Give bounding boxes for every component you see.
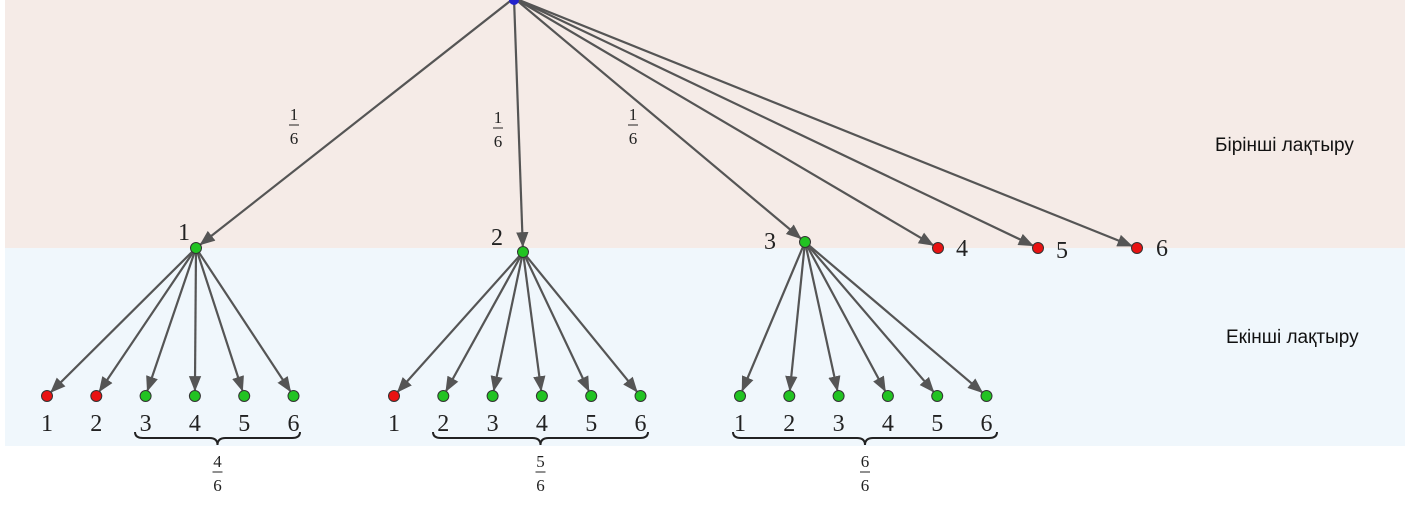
- first-roll-node-6: [1131, 242, 1143, 254]
- tree-edge: [804, 241, 887, 393]
- first-roll-label-5: 5: [1056, 238, 1068, 264]
- second-roll-node: [287, 390, 300, 402]
- group-probability-3-numerator: 6: [861, 452, 870, 471]
- first-roll-node-5: [1032, 242, 1044, 254]
- tree-edge: [188, 247, 202, 392]
- tree-edge: [785, 241, 807, 392]
- first-roll-label-3: 3: [764, 229, 776, 255]
- second-roll-label: 3: [140, 411, 152, 437]
- tree-edge: [194, 247, 244, 392]
- second-roll-node: [188, 390, 201, 402]
- first-roll-label: Бірінші лақтыру: [1215, 135, 1354, 156]
- second-roll-label: 4: [882, 411, 894, 437]
- first-roll-node-2: [517, 246, 529, 258]
- edge-probability-3-numerator: 1: [629, 105, 638, 124]
- edge-probability-1-numerator: 1: [290, 105, 299, 124]
- second-roll-label: 4: [536, 411, 548, 437]
- second-roll-node: [634, 390, 647, 402]
- second-roll-label: 6: [288, 411, 300, 437]
- first-roll-label-4: 4: [956, 236, 968, 262]
- brace: [134, 431, 301, 446]
- tree-edge: [199, 0, 514, 246]
- edge-probability-2-denominator: 6: [494, 132, 503, 151]
- tree-edge: [515, 0, 1034, 247]
- group-probability-2-numerator: 5: [536, 452, 545, 471]
- tree-edge: [514, 0, 802, 240]
- second-roll-node: [980, 390, 993, 402]
- group-probability-3-denominator: 6: [861, 476, 870, 495]
- tree-edge: [195, 247, 292, 393]
- tree-edge: [50, 247, 197, 393]
- second-roll-label: 2: [437, 411, 449, 437]
- first-roll-node-4: [932, 242, 944, 254]
- group-probability-1-denominator: 6: [213, 476, 222, 495]
- brace: [432, 431, 649, 446]
- edge-probability-1-denominator: 6: [290, 129, 299, 148]
- first-roll-label-1: 1: [178, 220, 190, 246]
- second-roll-node: [535, 390, 548, 402]
- second-roll-node: [783, 390, 796, 402]
- second-roll-node: [832, 390, 845, 402]
- second-roll-label: 5: [931, 411, 943, 437]
- first-roll-node-3: [799, 236, 811, 248]
- tree-edge: [512, 0, 529, 248]
- second-roll-label: 3: [487, 411, 499, 437]
- second-roll-label: 6: [635, 411, 647, 437]
- second-roll-label: 2: [783, 411, 795, 437]
- second-roll-label: Екінші лақтыру: [1226, 327, 1359, 348]
- root-node: [509, 0, 519, 5]
- second-roll-node: [734, 390, 746, 402]
- group-probability-2-denominator: 6: [536, 476, 545, 495]
- second-roll-label: 4: [189, 411, 201, 437]
- second-roll-node: [139, 390, 152, 402]
- second-roll-label: 6: [981, 411, 993, 437]
- first-roll-node-1: [190, 242, 202, 254]
- edge-probability-2-numerator: 1: [494, 108, 503, 127]
- tree-edge: [490, 251, 525, 392]
- first-roll-label-2: 2: [491, 225, 503, 251]
- tree-edge: [741, 241, 807, 392]
- second-roll-node: [437, 390, 450, 402]
- tree-edge: [516, 0, 1133, 247]
- second-roll-node: [90, 390, 103, 402]
- tree-edge: [803, 241, 841, 392]
- second-roll-label: 5: [238, 411, 250, 437]
- tree-edge: [804, 241, 935, 393]
- tree-edge: [396, 251, 524, 393]
- second-roll-label: 5: [585, 411, 597, 437]
- second-roll-label: 1: [734, 411, 746, 437]
- second-roll-label: 3: [833, 411, 845, 437]
- tree-edge: [146, 247, 198, 392]
- tree-edge: [804, 241, 984, 394]
- tree-edge: [515, 0, 935, 246]
- second-roll-band: [5, 248, 1405, 446]
- edge-probability-3-denominator: 6: [629, 129, 638, 148]
- second-roll-node: [585, 390, 598, 402]
- first-roll-band: [5, 0, 1405, 248]
- tree-edge: [98, 247, 197, 393]
- second-roll-node: [931, 390, 944, 402]
- second-roll-node: [238, 390, 251, 402]
- tree-edge: [522, 251, 638, 393]
- second-roll-node: [881, 390, 894, 402]
- group-probability-1-numerator: 4: [213, 452, 222, 471]
- tree-edge: [522, 251, 590, 392]
- second-roll-label: 1: [388, 411, 400, 437]
- second-roll-label: 1: [41, 411, 53, 437]
- second-roll-label: 2: [90, 411, 102, 437]
- brace: [732, 431, 998, 446]
- tree-edge: [521, 251, 546, 392]
- second-roll-node: [388, 390, 400, 402]
- tree-edge: [445, 251, 524, 393]
- first-roll-label-6: 6: [1156, 236, 1168, 262]
- second-roll-node: [486, 390, 499, 402]
- second-roll-node: [41, 390, 53, 402]
